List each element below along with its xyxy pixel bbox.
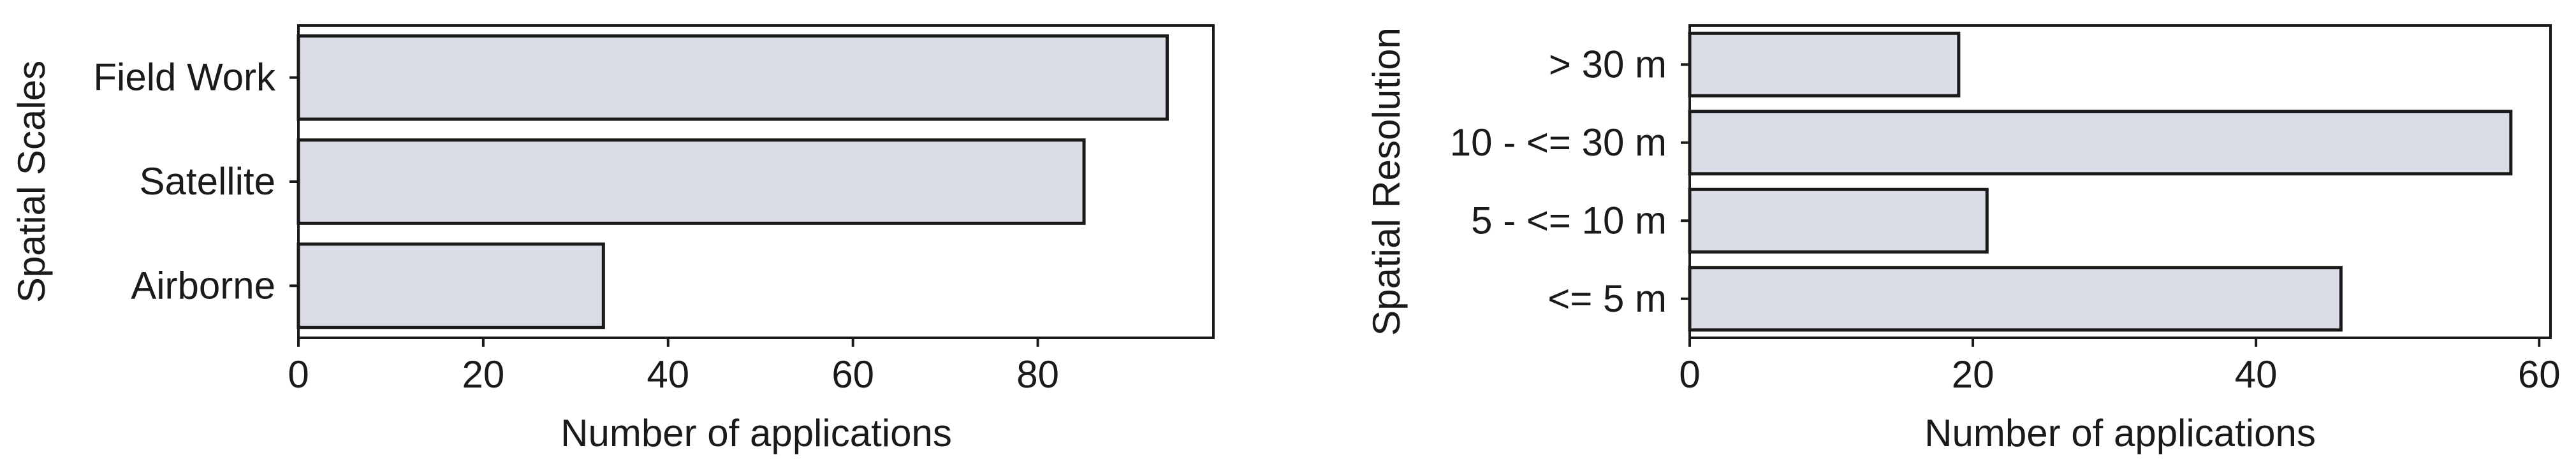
x-tick-labels: 0 20 40 60 bbox=[1679, 338, 2561, 396]
plot-frame bbox=[1688, 24, 2552, 339]
y-tick-labels: > 30 m 10 - <= 30 m 5 - <= 10 m <= 5 m bbox=[1450, 43, 1690, 320]
x-tick-label: 60 bbox=[831, 353, 874, 396]
y-tick-label: <= 5 m bbox=[1548, 277, 1667, 320]
x-tick-labels: 0 20 40 60 80 bbox=[288, 338, 1059, 396]
y-tick-label: 10 - <= 30 m bbox=[1450, 121, 1667, 164]
y-tick-label: Field Work bbox=[93, 56, 276, 99]
bars bbox=[296, 34, 1169, 330]
bar bbox=[1688, 31, 1961, 98]
y-tick-label: > 30 m bbox=[1549, 43, 1667, 85]
x-axis-label: Number of applications bbox=[1924, 412, 2316, 454]
x-tick-label: 60 bbox=[2518, 353, 2561, 396]
x-tick-label: 20 bbox=[462, 353, 505, 396]
y-tick-label: Airborne bbox=[131, 264, 275, 307]
bar bbox=[296, 34, 1169, 121]
bar bbox=[296, 138, 1086, 225]
y-tick-label: 5 - <= 10 m bbox=[1471, 199, 1667, 242]
y-axis-label: Spatial Scales bbox=[10, 61, 53, 303]
x-tick-label: 80 bbox=[1016, 353, 1059, 396]
x-tick-label: 0 bbox=[288, 353, 309, 396]
y-axis-label: Spatial Resolution bbox=[1365, 27, 1408, 336]
x-tick-label: 40 bbox=[647, 353, 689, 396]
x-tick-label: 40 bbox=[2235, 353, 2278, 396]
chart-spatial-resolution: > 30 m 10 - <= 30 m 5 - <= 10 m <= 5 m 0 20 4… bbox=[1365, 24, 2561, 454]
x-tick-label: 0 bbox=[1679, 353, 1700, 396]
x-axis-label: Number of applications bbox=[560, 412, 952, 454]
y-tick-label: Satellite bbox=[140, 160, 275, 203]
bars bbox=[1688, 31, 2513, 332]
x-tick-label: 20 bbox=[1952, 353, 1994, 396]
bar bbox=[1688, 110, 2513, 176]
bar bbox=[1688, 266, 2343, 332]
bar bbox=[296, 242, 605, 330]
bar bbox=[1688, 187, 1989, 254]
